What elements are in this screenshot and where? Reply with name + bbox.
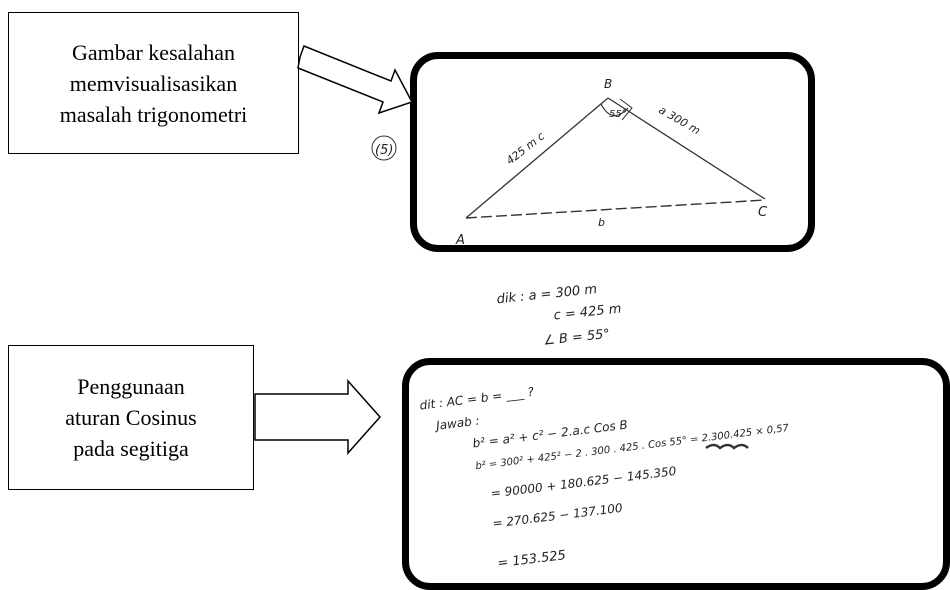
given-line: c = 425 m	[553, 301, 622, 323]
problem-marker: (5)	[375, 143, 393, 158]
given-values: dik : a = 300 m c = 425 m ∠ B = 55°	[496, 282, 622, 349]
given-line: dik : a = 300 m	[496, 282, 598, 307]
vertex-right-label: C	[758, 205, 768, 220]
angle-label: 55°	[609, 109, 627, 120]
working-line: = 153.525	[497, 548, 567, 571]
side-left-label: 425 m c	[504, 130, 547, 168]
side-bottom-label: b	[598, 216, 605, 229]
given-line: ∠ B = 55°	[543, 327, 611, 349]
callout-cosine-rule: Penggunaan aturan Cosinus pada segitiga	[8, 345, 254, 490]
arrow-icon	[254, 379, 382, 455]
callout-line: Gambar kesalahan	[71, 39, 236, 65]
cosine-working-frame	[402, 358, 950, 590]
callout-visualization-error: Gambar kesalahan memvisualisasikan masal…	[8, 12, 299, 154]
side-right-label: a 300 m	[657, 103, 703, 137]
working-line: = 270.625 − 137.100	[492, 501, 624, 531]
callout-line: memvisualisasikan	[69, 70, 238, 96]
cosine-working: dit : AC = b = ___ ? Jawab : b² = a² + c…	[419, 385, 790, 572]
callout-line: Penggunaan	[77, 374, 185, 399]
triangle-sketch	[371, 97, 766, 219]
arrow-icon	[297, 45, 414, 115]
working-line: dit : AC = b = ___ ?	[419, 385, 536, 413]
callout-line: masalah trigonometri	[59, 101, 248, 127]
working-line: = 90000 + 180.625 − 145.350	[490, 464, 677, 501]
vertex-top-label: B	[604, 77, 612, 91]
working-line: Jawab :	[433, 414, 480, 433]
callout-line: pada segitiga	[73, 436, 189, 461]
vertex-left-label: A	[455, 233, 465, 248]
callout-line: aturan Cosinus	[65, 405, 197, 430]
triangle-sketch-frame	[410, 52, 815, 252]
scribble-mark	[705, 443, 749, 450]
